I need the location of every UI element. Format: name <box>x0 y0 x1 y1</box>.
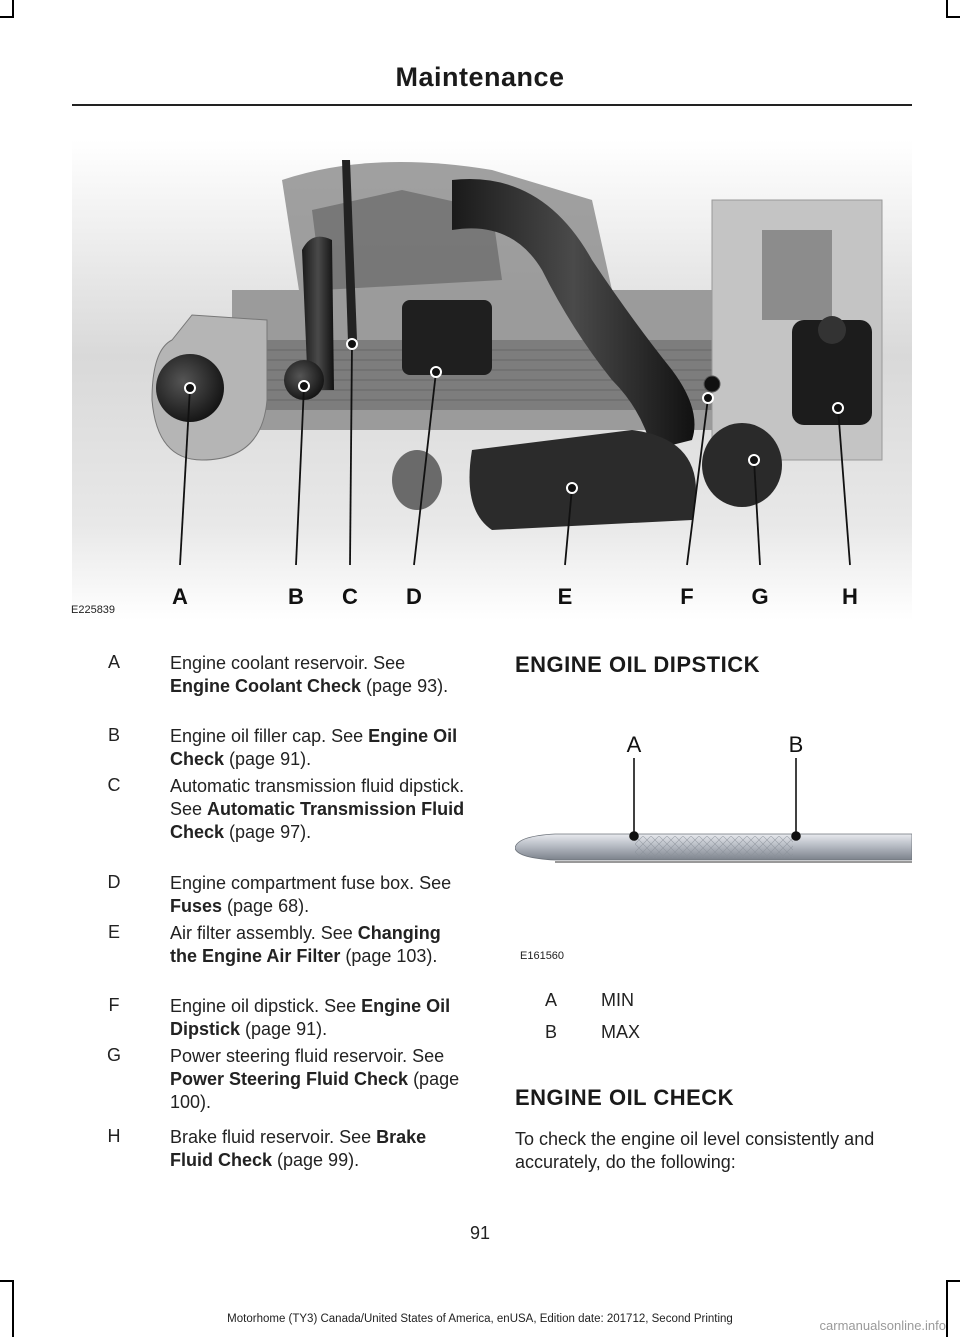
crop-mark-top-left <box>12 0 14 18</box>
legend-key: E <box>107 922 120 942</box>
page-title: Maintenance <box>395 62 565 92</box>
intake-hose <box>452 179 695 450</box>
transmission-dipstick <box>342 160 357 342</box>
callout-label: G <box>751 584 768 609</box>
footer-edition-text: Motorhome (TY3) Canada/United States of … <box>227 1313 733 1325</box>
callout-label: B <box>288 584 304 609</box>
figure-code: E161560 <box>520 950 565 962</box>
power-steering-reservoir <box>702 423 782 507</box>
watermark: carmanualsonline.info <box>819 1318 946 1333</box>
legend-key: C <box>107 775 121 795</box>
fuse-box <box>402 300 492 375</box>
crop-mark-top-left-h <box>0 16 14 18</box>
air-filter-inlet <box>392 450 442 510</box>
cross-reference: Brake Fluid Check <box>170 1127 427 1170</box>
callout-label: A <box>172 584 188 609</box>
legend-key: F <box>108 995 120 1015</box>
page-number: 91 <box>469 1223 491 1243</box>
header-rule <box>72 104 912 106</box>
callout-label: E <box>558 584 573 609</box>
section-heading-dipstick: ENGINE OIL DIPSTICK <box>515 652 761 677</box>
callout-label: F <box>680 584 693 609</box>
dipstick-illustration: A B <box>515 732 912 863</box>
legend-text: Engine oil filler cap. See Engine Oil Ch… <box>170 726 458 769</box>
cross-reference: Engine Oil Check <box>170 726 458 769</box>
cross-reference: Engine Coolant Check <box>170 676 362 696</box>
legend-key: B <box>545 1022 558 1042</box>
cross-reference: Engine Oil Dipstick <box>170 996 451 1039</box>
crop-mark-top-right <box>946 0 948 18</box>
legend-text: Engine oil dipstick. See Engine Oil Dips… <box>170 996 451 1039</box>
legend-text: Engine compartment fuse box. See Fuses (… <box>170 873 452 916</box>
legend-text: Automatic transmission fluid dipstick. S… <box>170 776 465 842</box>
legend-text: Brake fluid reservoir. See Brake Fluid C… <box>170 1127 427 1170</box>
legend-text: Power steering fluid reservoir. See Powe… <box>170 1046 460 1112</box>
coolant-hose <box>302 236 334 390</box>
dipstick-crosshatch <box>635 836 793 858</box>
legend-text: Engine coolant reservoir. See Engine Coo… <box>170 653 449 696</box>
cross-reference: Fuses <box>170 896 223 916</box>
legend-text: MIN <box>601 990 634 1010</box>
callout-label: D <box>406 584 422 609</box>
legend-key: H <box>107 1126 121 1146</box>
legend-text: Air filter assembly. See Changing the En… <box>170 923 441 966</box>
crop-mark-bottom-left-h <box>0 1280 14 1282</box>
dipstick-callout-max: B <box>789 732 804 757</box>
legend-key: A <box>545 990 558 1010</box>
legend-key: A <box>107 652 120 672</box>
oil-dipstick-handle <box>703 375 721 393</box>
crop-mark-bottom-left <box>12 1280 14 1337</box>
cross-reference: Changing the Engine Air Filter <box>170 923 441 966</box>
brake-cap-top <box>818 316 846 344</box>
callout-label: C <box>342 584 358 609</box>
valve-block <box>762 230 832 320</box>
section-heading-oil-check: ENGINE OIL CHECK <box>515 1085 735 1110</box>
figure-code: E225839 <box>71 604 116 616</box>
brake-reservoir <box>792 320 872 425</box>
crop-mark-bottom-right <box>946 1280 948 1337</box>
crop-mark-bottom-right-h <box>946 1280 960 1282</box>
engine-compartment-illustration: A B C D E F G H <box>72 140 912 620</box>
cross-reference: Automatic Transmission Fluid Check <box>170 799 465 842</box>
legend-key: D <box>107 872 121 892</box>
callout-label: H <box>842 584 858 609</box>
legend-text: MAX <box>601 1022 641 1042</box>
oil-check-paragraph: To check the engine oil level consistent… <box>515 1129 875 1172</box>
dipstick-callout-min: A <box>627 732 642 757</box>
legend-key: G <box>106 1045 121 1065</box>
legend-key: B <box>107 725 120 745</box>
crop-mark-top-right-h <box>946 16 960 18</box>
air-filter <box>469 430 696 530</box>
cross-reference: Power Steering Fluid Check <box>170 1069 409 1089</box>
